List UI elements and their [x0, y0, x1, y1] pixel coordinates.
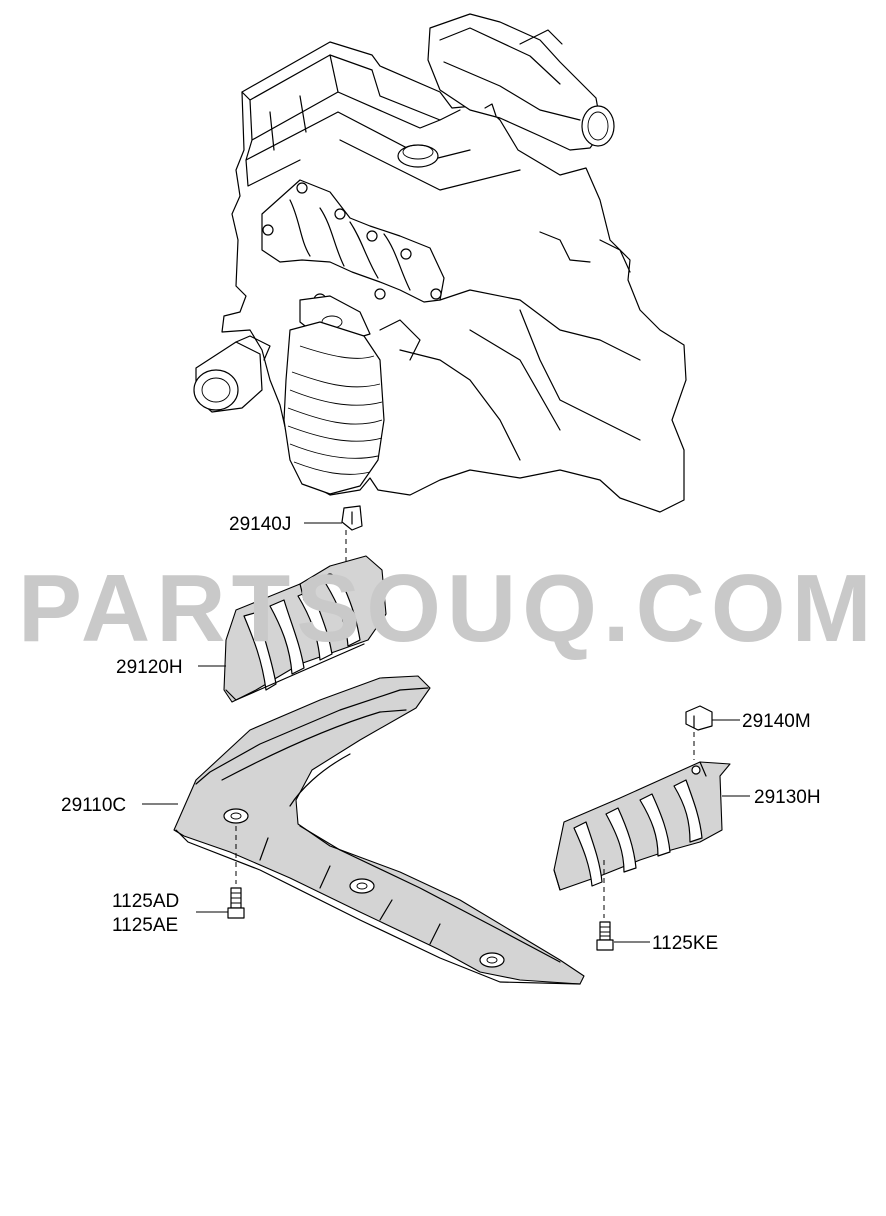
bracket-29140M	[685, 705, 713, 760]
heat-shield-29120H	[223, 555, 387, 703]
bolt-1125KE	[596, 921, 614, 951]
label-29140J[interactable]: 29140J	[229, 514, 291, 535]
label-29140M[interactable]: 29140M	[742, 711, 811, 732]
label-1125KE[interactable]: 1125KE	[652, 933, 718, 954]
heat-shield-29130H	[553, 761, 731, 918]
label-1125AE[interactable]: 1125AE	[112, 915, 178, 936]
bolt-1125AD	[227, 826, 245, 919]
label-1125AD[interactable]: 1125AD	[112, 891, 179, 912]
bracket-29140J	[341, 505, 363, 566]
label-29120H[interactable]: 29120H	[116, 657, 183, 678]
label-29110C[interactable]: 29110C	[61, 795, 126, 816]
engine-assembly	[193, 13, 687, 513]
under-cover-29110C	[173, 675, 585, 985]
label-29130H[interactable]: 29130H	[754, 787, 821, 808]
watermark: PARTSOUQ.COM	[18, 555, 878, 662]
